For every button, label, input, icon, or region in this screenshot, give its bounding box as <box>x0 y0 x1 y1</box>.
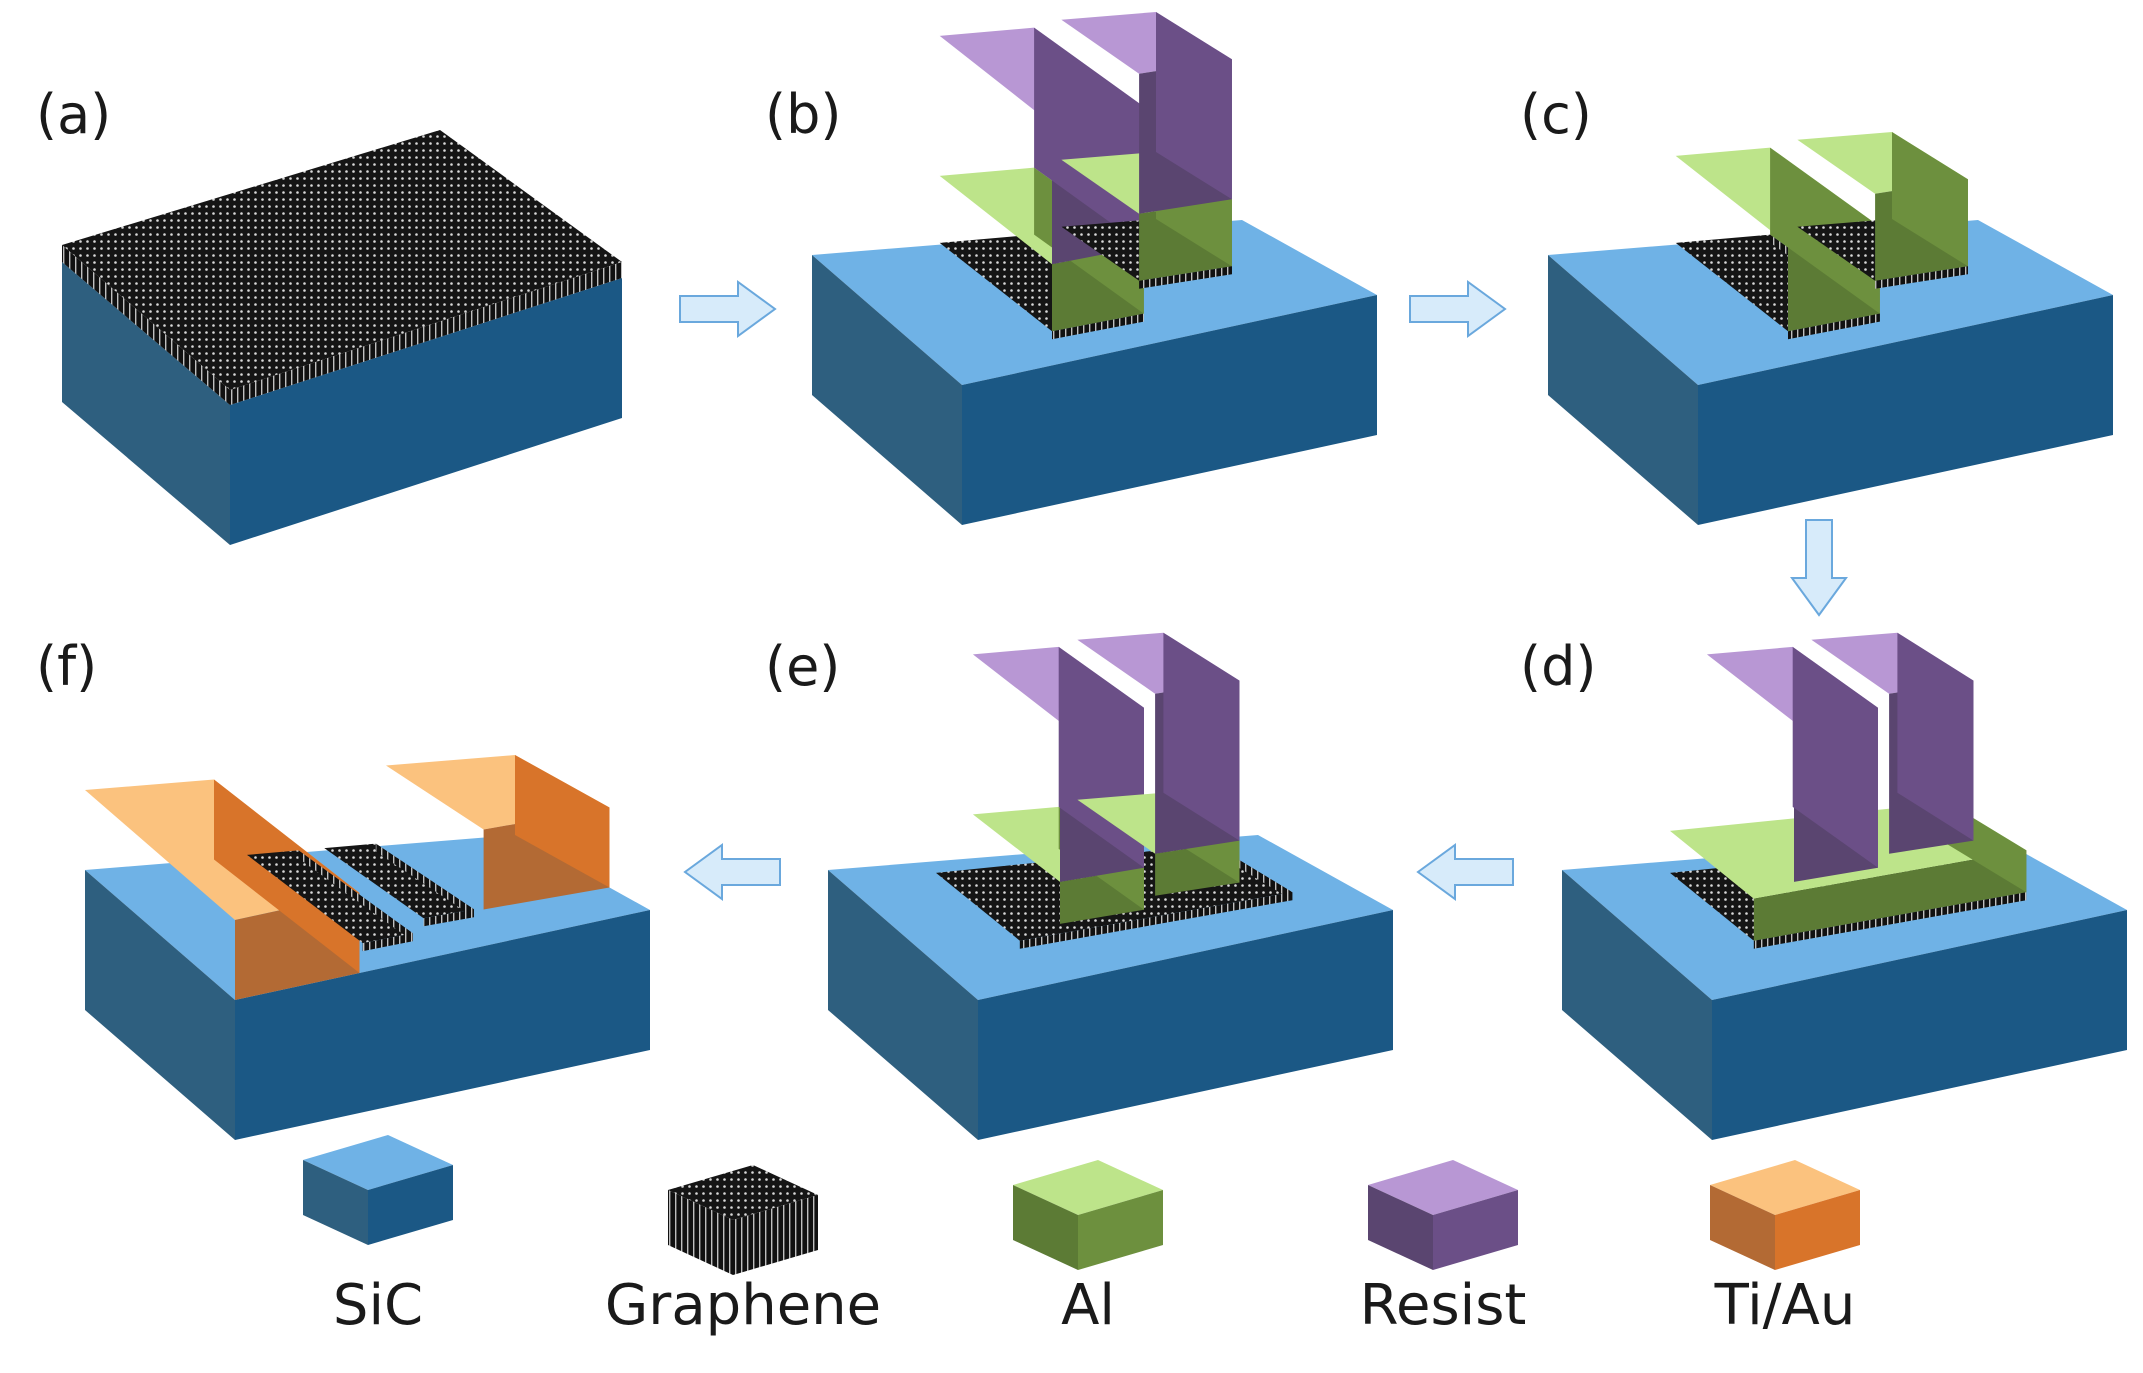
panel-f-device <box>85 755 650 1140</box>
legend-swatch-graphene-top <box>668 1165 818 1220</box>
panel-e-device <box>828 632 1393 1140</box>
panel-e-resist-strip-2-right-face <box>1163 632 1240 841</box>
panel-f-tiau-contact-right <box>386 755 610 910</box>
panel-b-device <box>812 12 1377 525</box>
legend-swatch-tiau-top <box>1710 1160 1860 1215</box>
legend-swatch-al <box>1013 1160 1163 1270</box>
legend-label-tiau: Ti/Au <box>1714 1273 1856 1338</box>
panel-e-graphene-layer-front-face <box>1019 892 1293 949</box>
panel-f-graphene-strip-1-top <box>247 850 413 944</box>
legend-label-graphene: Graphene <box>604 1273 882 1338</box>
panel-a-graphene-edge-front <box>230 262 622 405</box>
panel-d-sic-front-face <box>1712 910 2127 1140</box>
legend-swatch-resist-top <box>1368 1160 1518 1215</box>
flow-arrow-2 <box>1409 280 1507 338</box>
panel-c-graphene-strip-1-front-face <box>1788 313 1880 340</box>
panel-e-sic-left-face <box>828 870 978 1140</box>
legend-swatch-tiau <box>1710 1160 1860 1270</box>
panel-a-sic-front-face <box>230 278 622 545</box>
legend-swatch-resist-left <box>1368 1185 1433 1270</box>
legend-label-al: Al <box>1061 1273 1115 1338</box>
panel-a-graphene-edge-left <box>62 245 230 405</box>
panel-f-graphene-strip-2 <box>324 843 474 927</box>
panel-b-sic-front-face <box>962 295 1377 525</box>
panel-d-resist-strip-1 <box>1706 646 1878 882</box>
panel-d-device <box>1562 632 2127 1140</box>
legend-swatch-sic-top <box>303 1135 453 1190</box>
panel-f-graphene-strip-2-right-face <box>375 843 474 918</box>
panel-label-c: (c) <box>1520 83 1592 146</box>
flow-arrow-3 <box>1790 519 1848 617</box>
panel-b-resist-strip-2-right-face <box>1156 12 1232 200</box>
panel-b-graphene-strip-1-front-face <box>1052 313 1144 340</box>
panel-label-d: (d) <box>1520 635 1597 698</box>
panel-d-resist-strip-1-right-face <box>1792 646 1878 868</box>
panel-f-graphene-strip-1-front-face <box>362 933 413 952</box>
panel-a-graphene-top <box>62 130 622 390</box>
panel-f-graphene-strip-2-front-face <box>423 909 474 927</box>
panel-label-a: (a) <box>36 83 112 146</box>
panel-c-device <box>1548 132 2113 525</box>
legend-swatch-graphene-front <box>733 1195 818 1275</box>
legend-swatch-resist-front <box>1433 1190 1518 1270</box>
legend-swatch-tiau-front <box>1775 1190 1860 1270</box>
panel-f-graphene-strip-1 <box>247 850 413 952</box>
panel-d-sic-left-face <box>1562 870 1712 1140</box>
panel-e-resist-strip-2 <box>1077 632 1240 854</box>
legend-swatch-al-left <box>1013 1185 1078 1270</box>
panel-c-al-strip-2 <box>1797 132 1968 281</box>
panel-a-device <box>62 130 622 545</box>
panel-label-f: (f) <box>36 635 98 698</box>
flow-arrow-1 <box>679 280 777 338</box>
legend-swatch-sic-front <box>368 1165 453 1245</box>
legend-swatch-tiau-left <box>1710 1185 1775 1270</box>
panel-c-sic-front-face <box>1698 295 2113 525</box>
panel-f-sic-front-face <box>235 910 650 1140</box>
panel-f-graphene-strip-1-right-face <box>298 850 413 942</box>
legend-swatch-sic <box>303 1135 453 1245</box>
panel-c-al-strip-2-right-face <box>1892 132 1968 267</box>
panel-d-resist-strip-2 <box>1811 632 1974 854</box>
panel-a-sic-left-face <box>62 262 230 545</box>
legend-label-resist: Resist <box>1359 1273 1527 1338</box>
panel-d-resist-strip-2-right-face <box>1897 632 1974 841</box>
flow-arrow-4 <box>1416 843 1514 901</box>
legend-label-sic: SiC <box>332 1273 424 1338</box>
panel-b-graphene-strip-2-front-face <box>1139 266 1232 289</box>
panel-b-resist-strip-2 <box>1061 12 1232 214</box>
panel-f-sic-left-face <box>85 870 235 1140</box>
legend-swatch-graphene <box>668 1165 818 1275</box>
panel-c-graphene-strip-2-front-face <box>1875 266 1968 289</box>
device-boxes <box>62 12 2127 1275</box>
panel-d-graphene-layer-front-face <box>1753 892 2027 949</box>
flow-arrows <box>679 280 1848 901</box>
panel-e-sic-front-face <box>978 910 1393 1140</box>
legend-swatch-resist <box>1368 1160 1518 1270</box>
flow-arrow-5 <box>683 843 781 901</box>
panel-label-e: (e) <box>765 635 841 698</box>
panel-c-sic-left-face <box>1548 255 1698 525</box>
panel-label-b: (b) <box>765 83 842 146</box>
legend-swatch-sic-left <box>303 1160 368 1245</box>
panel-f-graphene-strip-2-top <box>324 843 474 919</box>
legend-swatch-al-front <box>1078 1190 1163 1270</box>
panel-b-sic-left-face <box>812 255 962 525</box>
panel-d-al-layer-front-face <box>1753 850 2027 941</box>
legend-swatch-al-top <box>1013 1160 1163 1215</box>
panel-f-tiau-contact-right-right-face <box>515 755 610 888</box>
legend-swatch-graphene-left <box>668 1190 733 1275</box>
